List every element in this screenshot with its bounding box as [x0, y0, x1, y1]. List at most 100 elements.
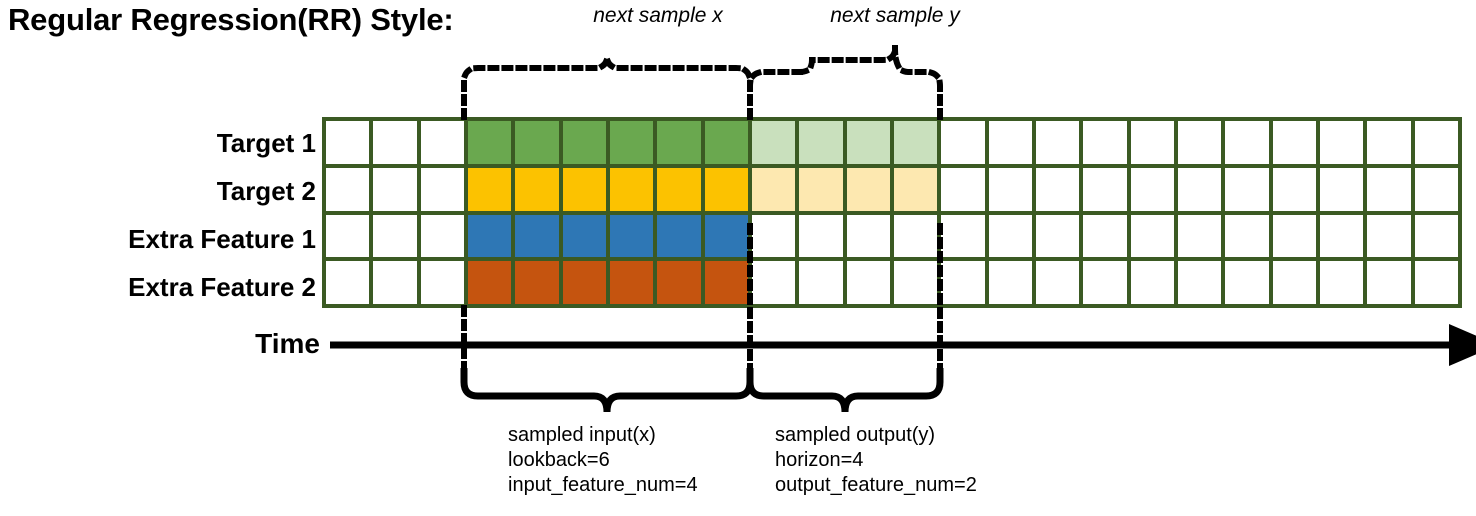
grid-cell	[1414, 121, 1458, 164]
grid-cell	[373, 214, 417, 258]
row-label-target-2: Target 2	[216, 176, 316, 206]
grid-cell	[941, 121, 985, 164]
grid-cell	[562, 167, 606, 211]
grid-cell	[1225, 214, 1269, 258]
grid-cell	[704, 214, 748, 258]
grid-cell	[609, 261, 654, 304]
grid-cell	[1177, 214, 1222, 258]
grid-cell	[893, 261, 938, 304]
grid-cell	[326, 167, 370, 211]
grid-cell	[326, 261, 370, 304]
row-label-extra-feature-1: Extra Feature 1	[128, 224, 316, 254]
annotation-next-sample-y: next sample y	[830, 4, 960, 27]
grid-cell	[893, 214, 938, 258]
grid-cell	[1367, 261, 1411, 304]
grid-cell	[515, 121, 559, 164]
grid-cell	[1272, 261, 1316, 304]
grid-cell	[420, 261, 464, 304]
grid-cell	[1272, 121, 1316, 164]
grid-cell	[1177, 121, 1222, 164]
annotation-next-sample-x: next sample x	[593, 4, 723, 27]
grid-cell	[1414, 261, 1458, 304]
grid-cell	[562, 121, 606, 164]
grid-cell	[657, 261, 701, 304]
grid-cell	[467, 121, 512, 164]
grid-cell	[751, 214, 796, 258]
grid-cell	[1130, 214, 1174, 258]
grid-cell	[799, 121, 843, 164]
grid-cell	[562, 261, 606, 304]
grid-cell	[1225, 121, 1269, 164]
grid-cell	[609, 214, 654, 258]
grid-cell	[988, 121, 1032, 164]
grid-cell	[846, 121, 890, 164]
grid-cell	[941, 167, 985, 211]
grid-cell	[988, 167, 1032, 211]
grid-cell	[1035, 167, 1080, 211]
grid-cell	[1319, 121, 1364, 164]
row-label-target-1: Target 1	[216, 128, 316, 158]
grid-cell	[1130, 167, 1174, 211]
grid-cell	[326, 121, 370, 164]
grid-cell	[609, 167, 654, 211]
grid-cell	[420, 121, 464, 164]
row-label-extra-feature-2: Extra Feature 2	[128, 272, 316, 302]
grid-cell	[420, 214, 464, 258]
grid-cell	[515, 167, 559, 211]
grid-cell	[1177, 167, 1222, 211]
grid-cell	[704, 121, 748, 164]
grid-cell	[326, 214, 370, 258]
sampled-output-feature-num: output_feature_num=2	[775, 474, 977, 496]
grid-cell	[1319, 167, 1364, 211]
grid-cell	[988, 261, 1032, 304]
grid-cell	[799, 167, 843, 211]
grid-cell	[846, 214, 890, 258]
grid-cell	[1130, 261, 1174, 304]
sampled-output-title: sampled output(y)	[775, 424, 936, 446]
grid-cell	[373, 167, 417, 211]
grid-cell	[893, 167, 938, 211]
brace-next-sample-x	[461, 52, 753, 120]
grid-cell	[751, 261, 796, 304]
grid-cell	[751, 121, 796, 164]
grid-cell	[893, 121, 938, 164]
grid-cell	[1035, 261, 1080, 304]
grid-cell	[1414, 167, 1458, 211]
brace-sampled-output	[746, 368, 944, 413]
grid-cell	[1225, 167, 1269, 211]
grid-cell	[515, 214, 559, 258]
grid-cell	[657, 214, 701, 258]
grid-cell	[941, 261, 985, 304]
brace-next-sample-y	[747, 44, 943, 120]
grid-cell	[1130, 121, 1174, 164]
grid-cell	[1083, 261, 1127, 304]
grid-cell	[1367, 167, 1411, 211]
grid-cell	[799, 261, 843, 304]
grid-cell	[420, 167, 464, 211]
sampled-input-feature-num: input_feature_num=4	[508, 474, 698, 496]
grid-cell	[373, 121, 417, 164]
grid-cell	[1367, 121, 1411, 164]
grid-cell	[467, 167, 512, 211]
grid-cell	[1225, 261, 1269, 304]
grid-cell	[467, 261, 512, 304]
grid-cell	[467, 214, 512, 258]
grid-cell	[1177, 261, 1222, 304]
timeline-grid	[322, 117, 1462, 308]
grid-cell	[846, 167, 890, 211]
brace-sampled-input	[460, 368, 754, 413]
grid-cell	[988, 214, 1032, 258]
grid-cell	[515, 261, 559, 304]
grid-cell	[799, 214, 843, 258]
grid-cell	[1083, 167, 1127, 211]
page-title: Regular Regression(RR) Style:	[8, 2, 454, 37]
time-axis-label: Time	[255, 328, 320, 359]
grid-cell	[846, 261, 890, 304]
grid-cell	[1272, 214, 1316, 258]
grid-cell	[1083, 121, 1127, 164]
grid-cell	[562, 214, 606, 258]
grid-cell	[1035, 214, 1080, 258]
grid-cell	[1083, 214, 1127, 258]
grid-cell	[657, 121, 701, 164]
sampled-output-horizon: horizon=4	[775, 449, 864, 471]
